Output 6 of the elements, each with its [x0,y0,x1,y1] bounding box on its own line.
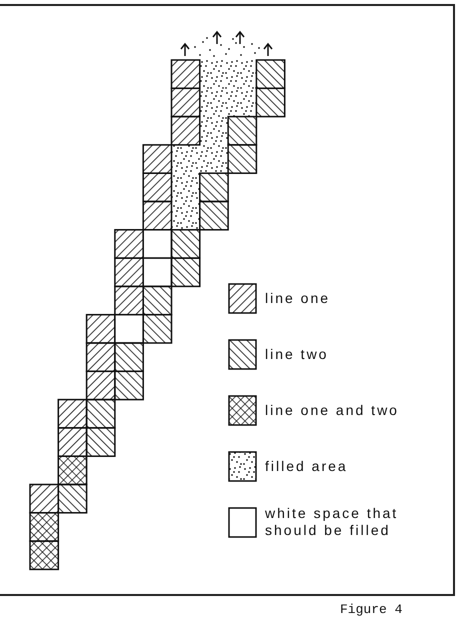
figure-caption: Figure 4 [340,601,402,619]
legend-label: line two [265,346,328,362]
legend-label: line one [265,290,330,306]
legend-label: filled area [265,458,348,474]
legend-label: white space that should be filled [265,505,400,539]
legend-label: line one and two [265,402,399,418]
